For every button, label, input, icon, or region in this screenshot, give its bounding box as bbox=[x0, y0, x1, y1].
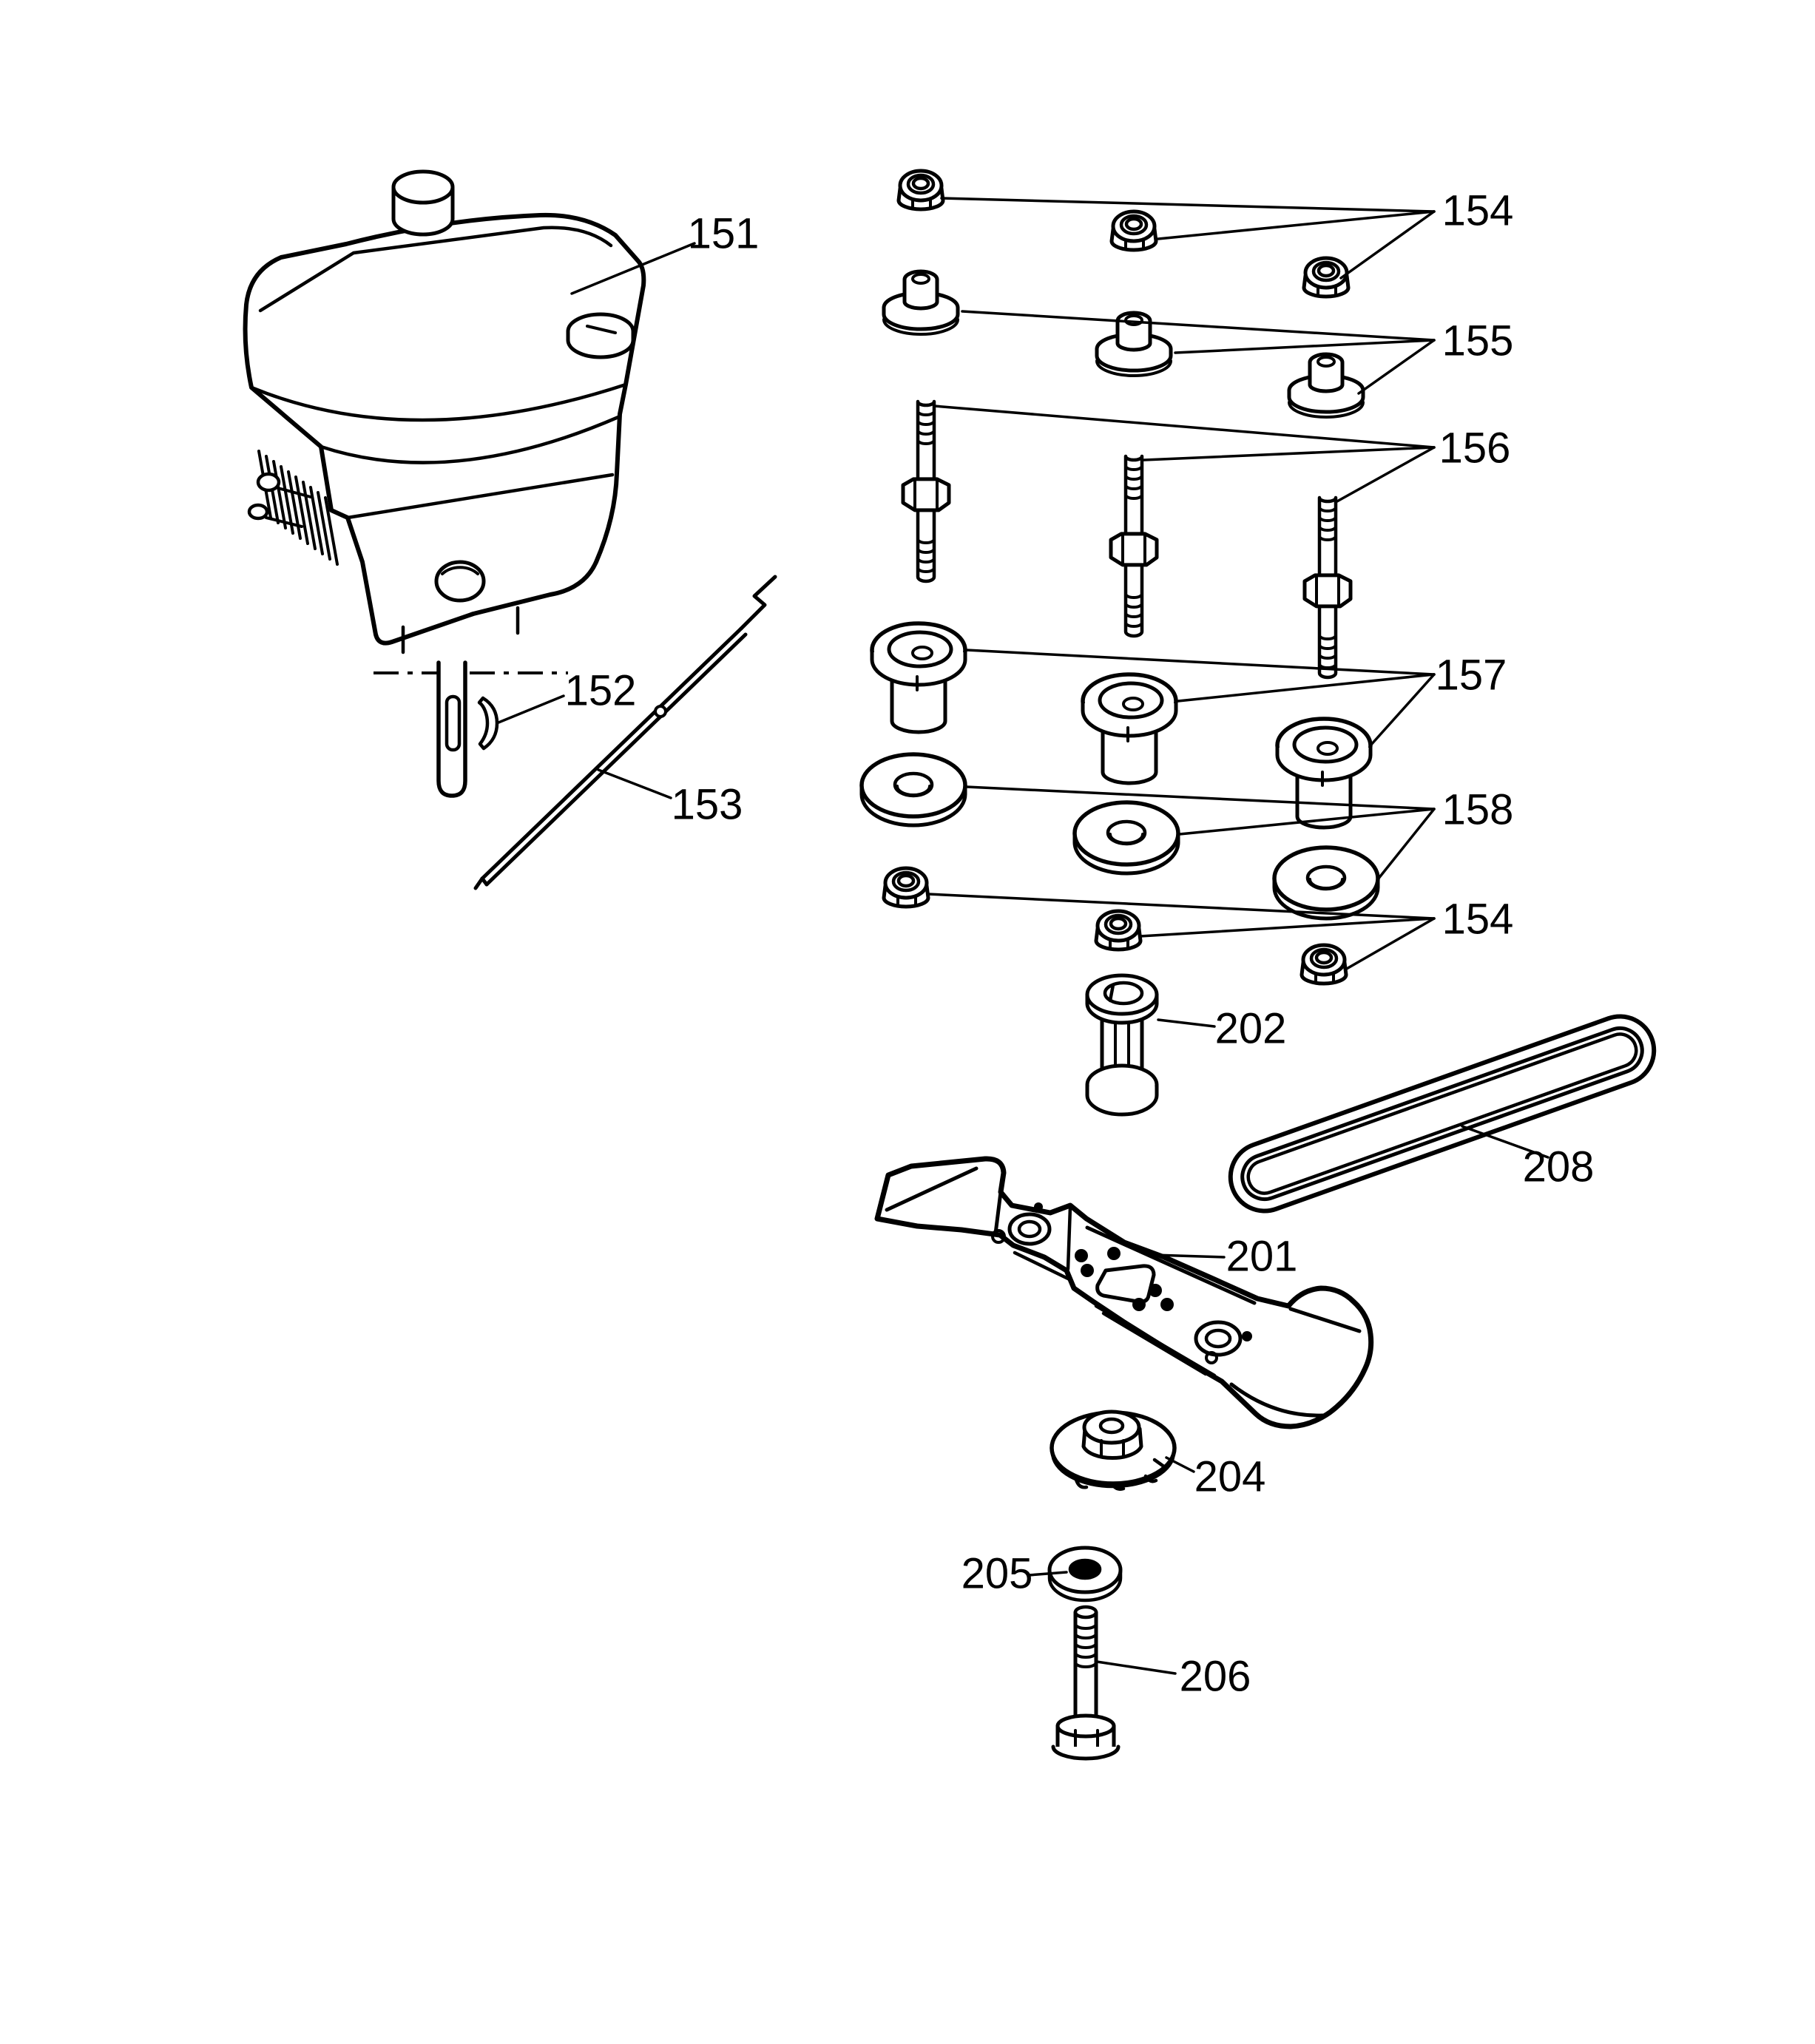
flat-washer-205 bbox=[1047, 1546, 1123, 1603]
blade-bolt-206 bbox=[1051, 1605, 1121, 1761]
washer-158-3 bbox=[1272, 845, 1380, 921]
callout-leader-205 bbox=[1027, 1571, 1068, 1577]
crankshaft bbox=[374, 660, 568, 798]
callout-leader-151 bbox=[570, 242, 696, 295]
callout-label-153: 153 bbox=[672, 781, 743, 829]
stud-156-2 bbox=[1109, 454, 1159, 638]
callout-leader-152 bbox=[497, 694, 565, 724]
callout-label-206: 206 bbox=[1180, 1653, 1251, 1701]
callout-leader-154-bottom bbox=[927, 893, 1436, 971]
callout-label-154-bottom: 154 bbox=[1442, 896, 1514, 944]
callout-leader-204 bbox=[1165, 1456, 1195, 1473]
spacer-roller-202 bbox=[1085, 973, 1159, 1117]
callout-leader-201 bbox=[1152, 1253, 1226, 1259]
woodruff-key-152 bbox=[477, 696, 499, 751]
stud-156-1 bbox=[901, 399, 951, 583]
flange-bushing-155-1 bbox=[882, 269, 960, 336]
callout-leader-157 bbox=[965, 649, 1436, 747]
callout-leader-158 bbox=[965, 785, 1436, 881]
callout-label-155: 155 bbox=[1442, 317, 1514, 365]
callout-leader-156 bbox=[933, 405, 1436, 504]
callout-label-202: 202 bbox=[1215, 1005, 1287, 1053]
callout-label-205: 205 bbox=[961, 1550, 1033, 1598]
lock-nut-154-bottom-3 bbox=[1299, 943, 1348, 986]
callout-label-201: 201 bbox=[1226, 1233, 1298, 1281]
callout-leader-155 bbox=[961, 310, 1436, 395]
callout-label-204: 204 bbox=[1194, 1453, 1266, 1501]
lock-nut-154-3 bbox=[1302, 256, 1351, 299]
callout-leader-202 bbox=[1157, 1018, 1216, 1028]
callout-leader-208 bbox=[1461, 1125, 1549, 1159]
lock-nut-154-bottom-1 bbox=[882, 866, 930, 909]
drive-belt-208 bbox=[1228, 1014, 1657, 1214]
callout-leader-153 bbox=[597, 768, 672, 799]
sleeve-spacer-157-3 bbox=[1275, 717, 1373, 830]
lock-nut-154-2 bbox=[1109, 209, 1158, 252]
callout-label-158: 158 bbox=[1442, 786, 1514, 834]
washer-158-1 bbox=[859, 752, 967, 828]
control-rod-153 bbox=[473, 575, 777, 890]
callout-label-156: 156 bbox=[1439, 424, 1511, 473]
sleeve-spacer-157-2 bbox=[1081, 672, 1178, 785]
callout-label-152: 152 bbox=[565, 667, 637, 715]
callout-leader-154-top bbox=[940, 197, 1436, 280]
washer-158-2 bbox=[1072, 800, 1180, 876]
callout-label-154-top: 154 bbox=[1442, 187, 1514, 235]
engine-151 bbox=[243, 169, 646, 654]
blade-adapter-204 bbox=[1050, 1410, 1177, 1491]
sleeve-spacer-157-1 bbox=[870, 621, 967, 734]
lock-nut-154-1 bbox=[896, 169, 945, 211]
lock-nut-154-bottom-2 bbox=[1094, 909, 1143, 952]
callout-label-157: 157 bbox=[1436, 652, 1507, 700]
stud-156-3 bbox=[1302, 495, 1353, 680]
callout-label-208: 208 bbox=[1523, 1143, 1595, 1191]
callout-leader-206 bbox=[1095, 1660, 1177, 1675]
flange-bushing-155-3 bbox=[1287, 352, 1365, 419]
callout-label-151: 151 bbox=[688, 210, 760, 258]
mower-blade-201 bbox=[874, 1156, 1374, 1429]
